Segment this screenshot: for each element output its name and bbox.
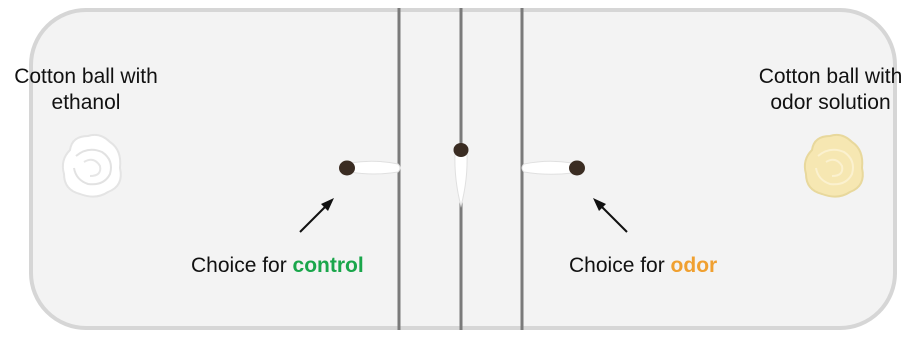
arrow-icon	[299, 198, 334, 233]
arrow-icon	[593, 198, 628, 233]
cotton-ball-icon	[61, 133, 122, 198]
larva-odor	[521, 160, 585, 176]
left-cotton-label: Cotton ball with ethanol	[14, 65, 158, 115]
odor-word: odor	[670, 254, 718, 277]
odor-cotton-ball-icon	[803, 133, 864, 198]
larva-center	[453, 143, 469, 208]
control-word: control	[292, 254, 364, 277]
choice-odor-label: Choice for odor	[569, 254, 718, 277]
choice-control-label: Choice for control	[191, 254, 364, 277]
larva-control	[339, 160, 401, 176]
right-cotton-label: Cotton ball with odor solution	[758, 65, 903, 115]
